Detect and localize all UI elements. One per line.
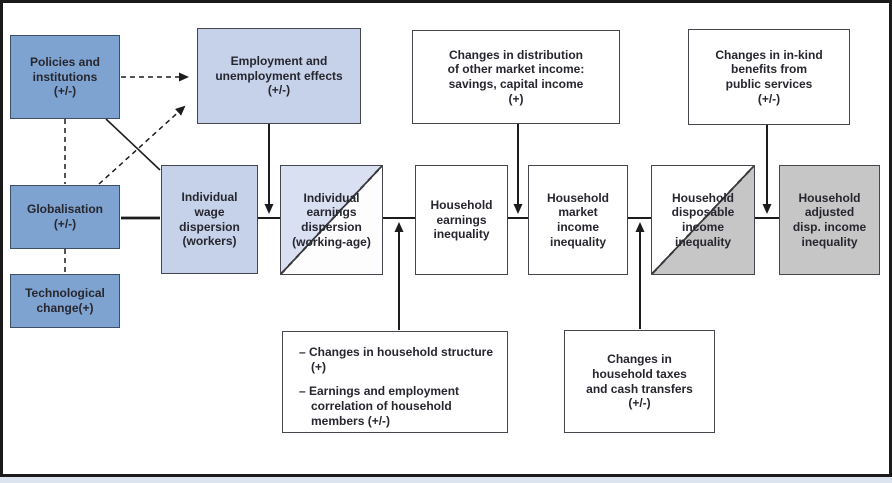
other-market-income-label: Changes in distribution of other market … [447,47,585,106]
node-policies-institutions: Policies and institutions (+/-) [10,35,120,119]
wage-dispersion-label: Individual wage dispersion (workers) [179,190,240,249]
globalisation-label: Globalisation (+/-) [26,202,103,231]
earnings-dispersion-label: Individual earnings dispersion (working-… [292,190,371,249]
node-individual-wage-dispersion: Individual wage dispersion (workers) [161,165,258,274]
node-employment-effects: Employment and unemployment effects (+/-… [197,28,361,124]
node-other-market-income: Changes in distribution of other market … [412,30,620,124]
taxes-transfers-label: Changes in household taxes and cash tran… [586,352,693,411]
household-structure-item-2: – Earnings and employment correlation of… [299,384,460,428]
policies-label: Policies and institutions (+/-) [29,55,101,99]
hh-disposable-label: Household disposable income inequality [671,190,735,249]
node-household-earnings-inequality: Household earnings inequality [415,165,508,275]
hh-adjusted-label: Household adjusted disp. income inequali… [792,190,867,249]
node-household-market-income-inequality: Household market income inequality [528,165,628,275]
node-household-adjusted-disposable-income-inequality: Household adjusted disp. income inequali… [779,165,880,275]
node-globalisation: Globalisation (+/-) [10,185,120,249]
node-household-disposable-income-inequality: Household disposable income inequality [651,165,755,275]
technological-label: Technological change(+) [25,286,105,315]
inkind-benefits-label: Changes in in-kind benefits from public … [715,47,823,106]
household-structure-item-1: – Changes in household structure (+) [299,345,494,374]
node-inkind-benefits: Changes in in-kind benefits from public … [688,29,850,125]
node-individual-earnings-dispersion: Individual earnings dispersion (working-… [280,165,383,275]
node-taxes-and-cash-transfers: Changes in household taxes and cash tran… [564,330,715,433]
hh-earnings-label: Household earnings inequality [430,198,493,242]
employment-label: Employment and unemployment effects (+/-… [215,54,343,98]
line-policies-to-wage-dispersion [105,118,161,171]
hh-market-label: Household market income inequality [547,190,609,249]
node-household-structure-changes: – Changes in household structure (+) – E… [282,331,508,433]
node-technological-change: Technological change(+) [10,274,120,328]
